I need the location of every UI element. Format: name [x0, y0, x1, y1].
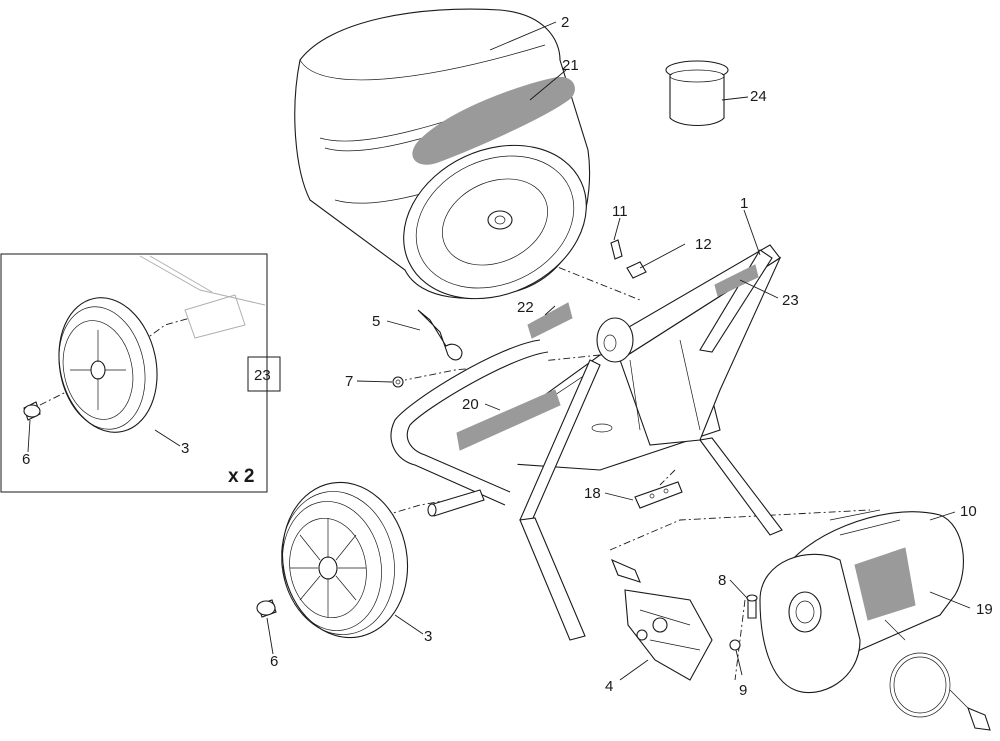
- callout-11: 11: [612, 203, 628, 220]
- callout-9: 9: [739, 682, 747, 699]
- callout-10: 10: [960, 503, 977, 520]
- callout-23: 23: [782, 292, 799, 309]
- callout-6-inset: 6: [22, 451, 30, 468]
- callout-3-main: 3: [424, 628, 432, 645]
- drum: [294, 8, 591, 300]
- callout-24: 24: [750, 88, 767, 105]
- motor: [759, 509, 991, 731]
- wheel-main: [256, 481, 409, 639]
- callout-21: 21: [562, 57, 579, 74]
- callout-4: 4: [605, 678, 613, 695]
- callout-19: 19: [976, 601, 993, 618]
- callout-23-inset: 23: [254, 367, 271, 384]
- inset-box: [0, 253, 281, 493]
- callout-6-main: 6: [270, 653, 278, 670]
- callout-7: 7: [345, 373, 353, 390]
- callout-1: 1: [740, 195, 748, 212]
- frame: [390, 244, 783, 641]
- callout-18: 18: [584, 485, 601, 502]
- callout-12: 12: [695, 236, 712, 253]
- callout-8: 8: [718, 572, 726, 589]
- callout-3-inset: 3: [181, 440, 189, 457]
- inset-multiplier: x 2: [228, 466, 254, 487]
- gearbox: [610, 558, 713, 681]
- callout-5: 5: [372, 313, 380, 330]
- inset-callout-box: [247, 356, 281, 392]
- callout-22: 22: [517, 299, 534, 316]
- callout-20: 20: [462, 396, 479, 413]
- leader-lines: [27, 21, 971, 681]
- callout-2: 2: [561, 14, 569, 31]
- small-parts: [392, 239, 758, 651]
- bucket: [665, 60, 729, 127]
- callout-labels: 2 21 24 1 11 12 23 22 5 7 20 18 10 19 8 …: [22, 14, 993, 699]
